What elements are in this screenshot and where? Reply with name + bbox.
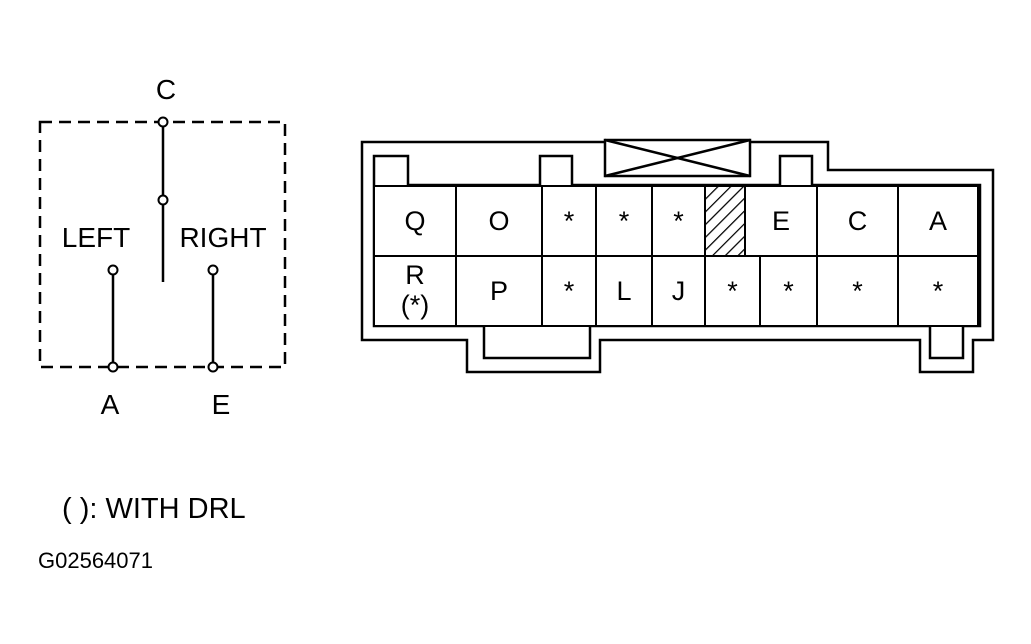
pin-label: J [672,276,686,306]
cavity-bottom-7 [759,255,818,327]
blocked-cavity-hatch [706,187,744,255]
switch-labels: C LEFT RIGHT A E [62,74,267,420]
pin-label: P [490,276,508,306]
left-contact-dot [107,264,119,276]
pin-label: L [616,276,631,306]
cavity-top-7 [744,185,818,257]
connector-inner-outline [372,154,982,360]
connector-face [360,138,995,374]
pin-label: R [405,260,425,290]
left-label: LEFT [62,222,130,253]
right-contact-dot [207,264,219,276]
pin-label: * [619,206,630,236]
pin-label: * [564,276,575,306]
pin-label: * [673,206,684,236]
cavity-bottom-9 [897,255,979,327]
terminal-a-label: A [101,389,120,420]
pin-label: A [929,206,947,236]
pin-r-drl-note: (*) [401,290,430,320]
pin-label: C [848,206,868,236]
terminal-c-dot [157,116,169,128]
drl-note: ( ): WITH DRL [62,493,246,525]
pin-label: * [852,276,863,306]
right-label: RIGHT [179,222,266,253]
connector-cavities: Q O * * * E C A R(*) P * L J * * * * [373,185,979,327]
cavity-bottom-8 [816,255,899,327]
cavity-bottom-6 [704,255,761,327]
terminal-c-label: C [156,74,176,105]
cavity-bottom-5 [651,255,706,327]
pin-label: Q [404,206,425,236]
figure-code: G02564071 [38,548,153,573]
pin-label: * [783,276,794,306]
cavity-top-8 [816,185,899,257]
terminal-e-dot [207,361,219,373]
cavity-top-9 [897,185,979,257]
cavity-bottom-1 [373,255,457,327]
pin-label: E [772,206,790,236]
pivot-dot [157,194,169,206]
pin-label: * [564,206,575,236]
terminal-a-dot [107,361,119,373]
pin-label: O [488,206,509,236]
pin-label: * [727,276,738,306]
locking-tab-x2 [604,138,751,178]
pin-label: * [933,276,944,306]
terminal-e-label: E [212,389,231,420]
cavity-bottom-2 [455,255,543,327]
switch-schematic [38,116,287,373]
cavity-top-3 [541,185,597,257]
cavity-bottom-3 [541,255,597,327]
